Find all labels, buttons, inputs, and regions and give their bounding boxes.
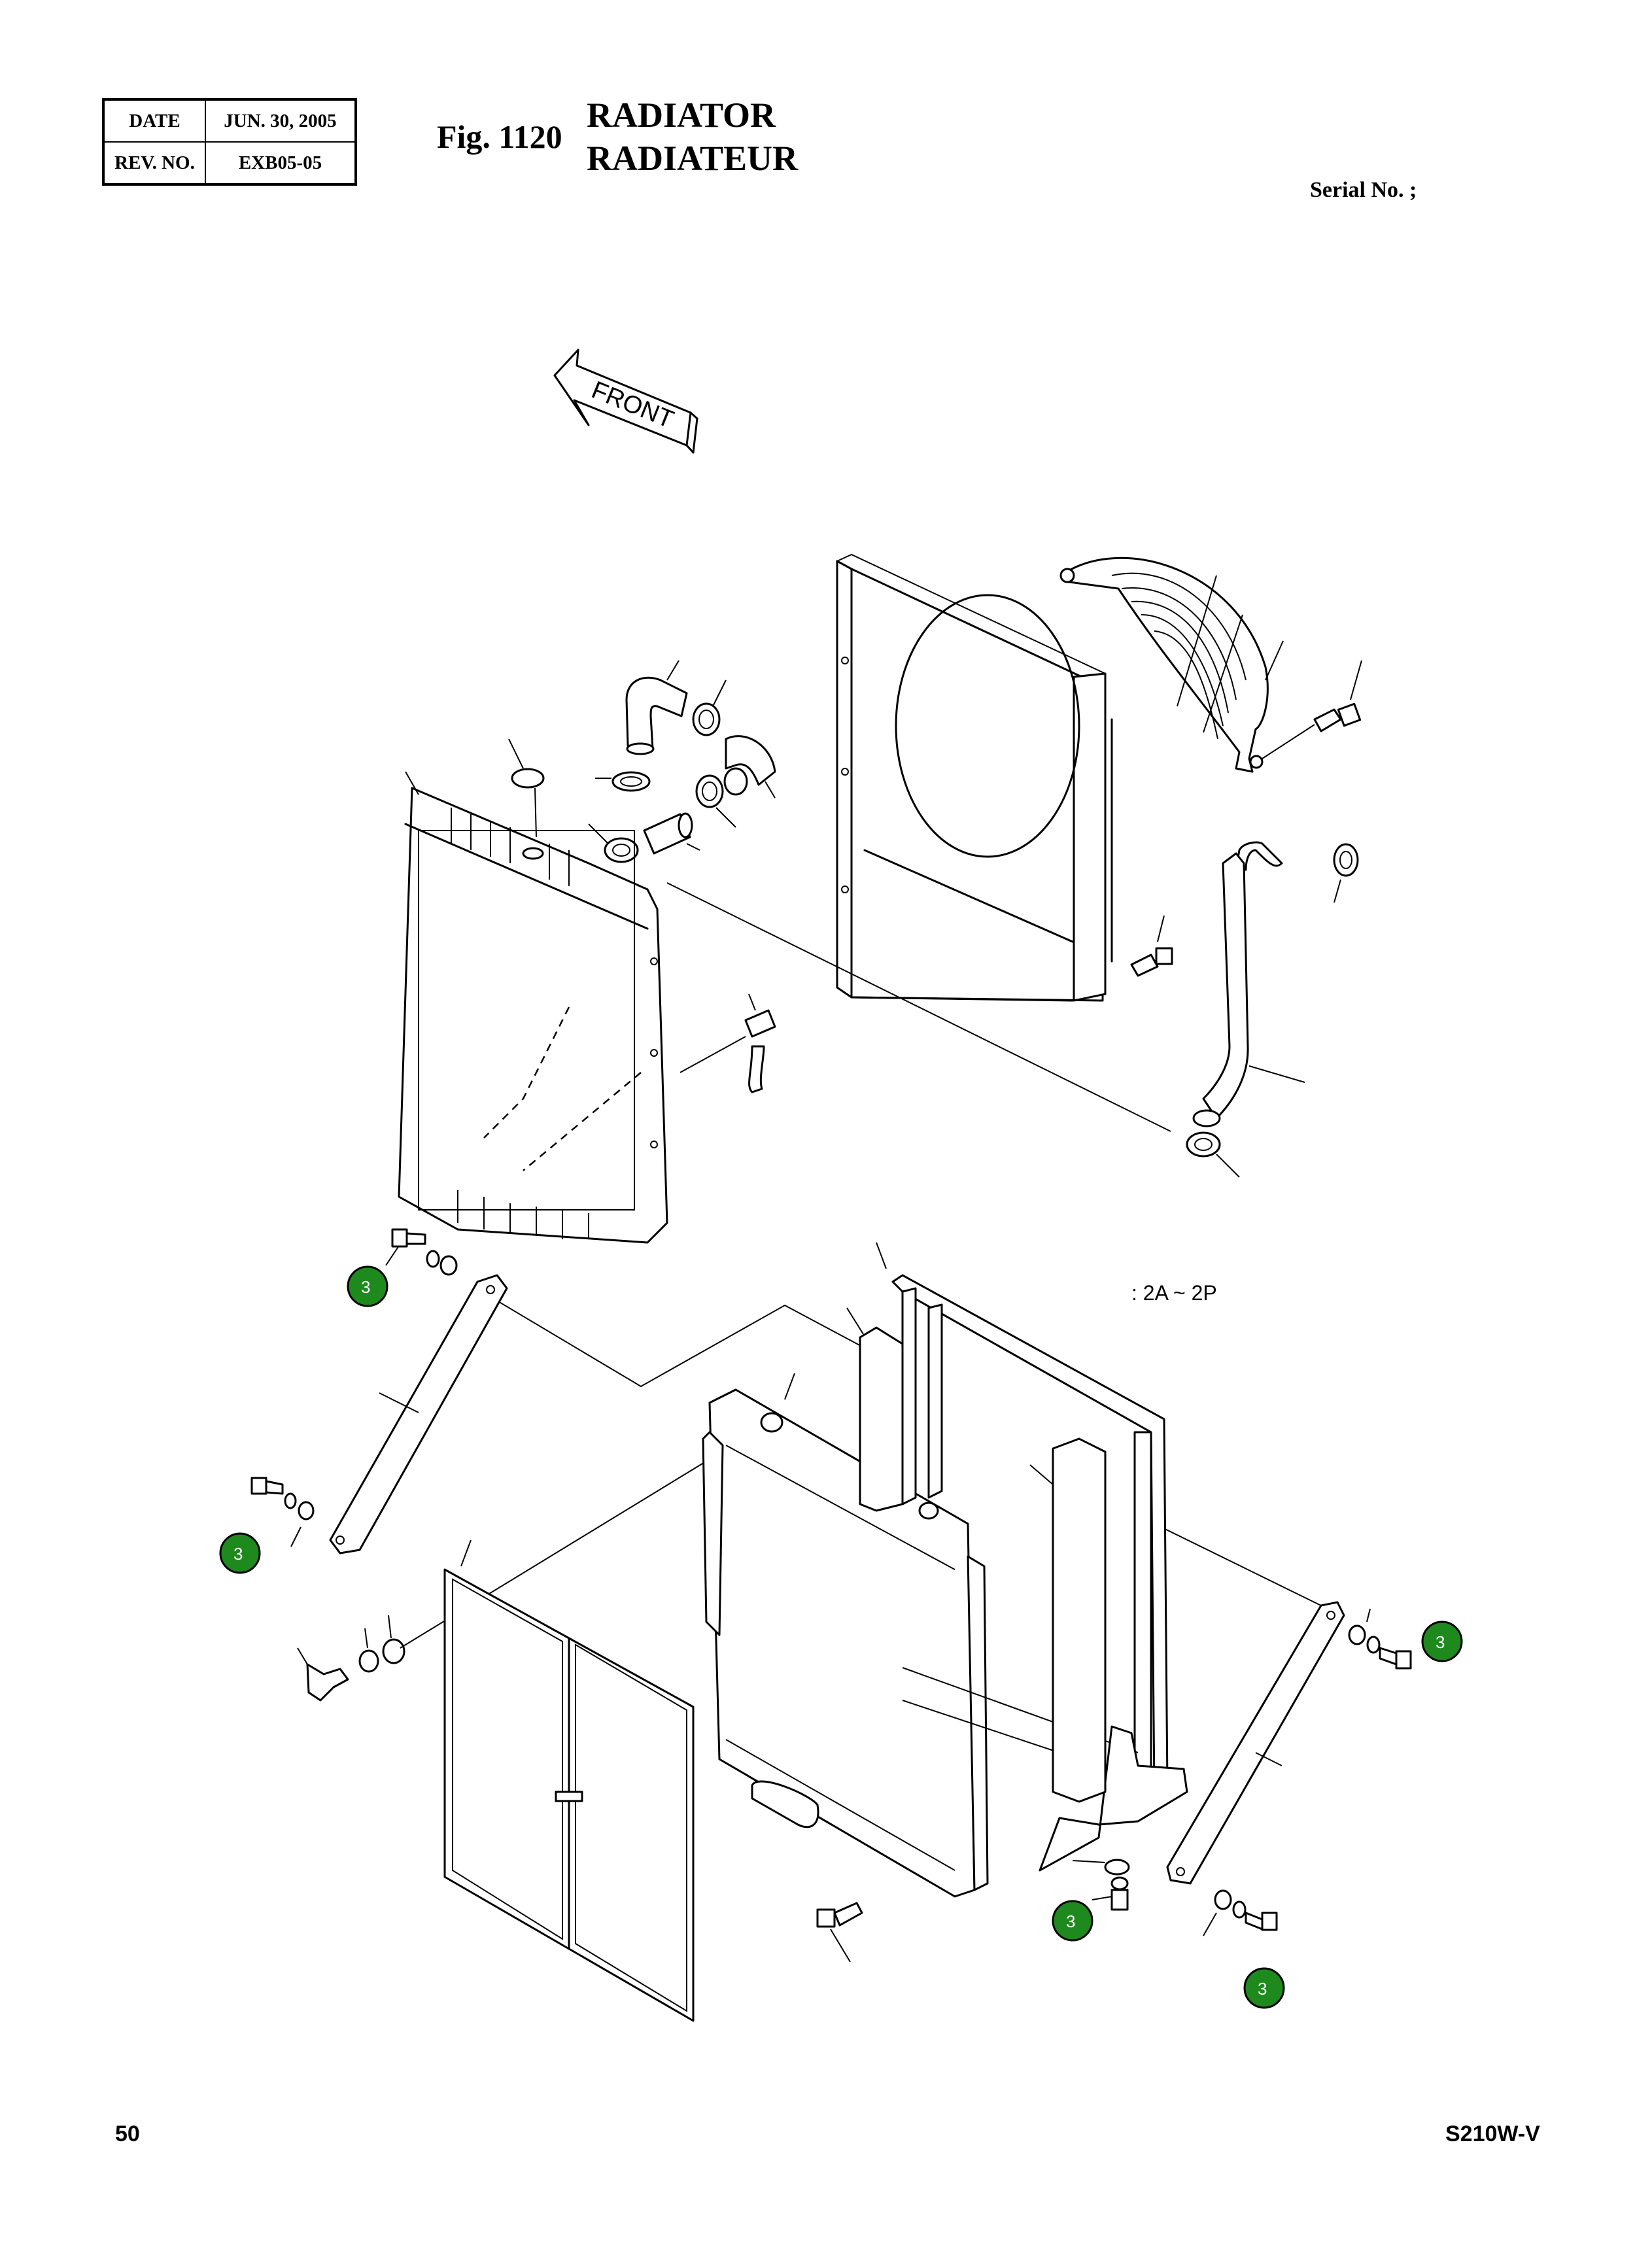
- revision-info-table: DATE JUN. 30, 2005 REV. NO. EXB05-05: [102, 98, 357, 186]
- drain-cock: [680, 993, 776, 1093]
- lower-hose: [1186, 841, 1359, 1178]
- callout-badge: 3: [1052, 1900, 1093, 1942]
- wing-bolt: [297, 1445, 733, 1702]
- callout-badge: 3: [219, 1532, 261, 1574]
- hose-straight-pipe: [643, 812, 700, 855]
- date-label: DATE: [103, 99, 206, 143]
- rev-value: EXB05-05: [205, 141, 356, 185]
- callout-badge: 3: [1243, 1967, 1285, 2009]
- lower-stay-bolt-left: [250, 1477, 315, 1547]
- date-value: JUN. 30, 2005: [205, 99, 356, 143]
- rev-label: REV. NO.: [103, 141, 206, 185]
- figure-number: Fig. 1120: [437, 118, 562, 155]
- upper-stay-bolt-right: [1348, 1608, 1412, 1670]
- hose-clamps-upper: [588, 679, 736, 863]
- page-number: 50: [115, 2121, 140, 2146]
- fan-shroud: [835, 553, 1113, 1002]
- upper-stay-bolt-left: [385, 1228, 458, 1276]
- reference-line-1: [666, 882, 1171, 1132]
- front-arrow-label: FRONT: [588, 376, 678, 434]
- fan-guard: [1059, 557, 1284, 773]
- callout-text: 3: [1258, 1979, 1267, 1999]
- serial-number-label: Serial No. ;: [1310, 178, 1417, 202]
- reference-line-3: [1154, 1523, 1328, 1609]
- callout-text: 3: [1436, 1632, 1445, 1652]
- guard-bolt: [1262, 660, 1362, 759]
- radiator-cap: [508, 738, 545, 838]
- radiator-stay-right: [1166, 1601, 1345, 1885]
- oil-cooler: [702, 1373, 989, 1898]
- title-english: RADIATOR: [587, 95, 776, 135]
- upper-hose-bend: [723, 735, 776, 798]
- front-arrow: FRONT: [553, 349, 698, 454]
- callout-text: 3: [1066, 1912, 1075, 1931]
- shroud-bolt: [1130, 915, 1173, 977]
- radiator-core: [398, 771, 668, 1244]
- serial-range-note: : 2A ~ 2P: [1131, 1281, 1217, 1305]
- radiator-stay-left: [329, 1274, 508, 1554]
- title-french: RADIATEUR: [587, 139, 799, 178]
- model-number: S210W-V: [1445, 2121, 1540, 2146]
- frame-seal: [1029, 1437, 1107, 1803]
- callout-text: 3: [361, 1277, 370, 1297]
- callout-badge: 3: [1421, 1621, 1463, 1662]
- upper-hose-elbow: [625, 660, 688, 755]
- mount-rubber-bolt: [1072, 1859, 1130, 1911]
- radiator-frame: [846, 1242, 1188, 1872]
- cooler-mount-bolt: [816, 1902, 863, 1963]
- callout-badge: 3: [347, 1265, 388, 1307]
- callout-text: 3: [233, 1544, 243, 1564]
- reference-line-2: [487, 1294, 864, 1388]
- lower-stay-bolt-right: [1203, 1889, 1278, 1936]
- dust-screen: [443, 1539, 695, 2022]
